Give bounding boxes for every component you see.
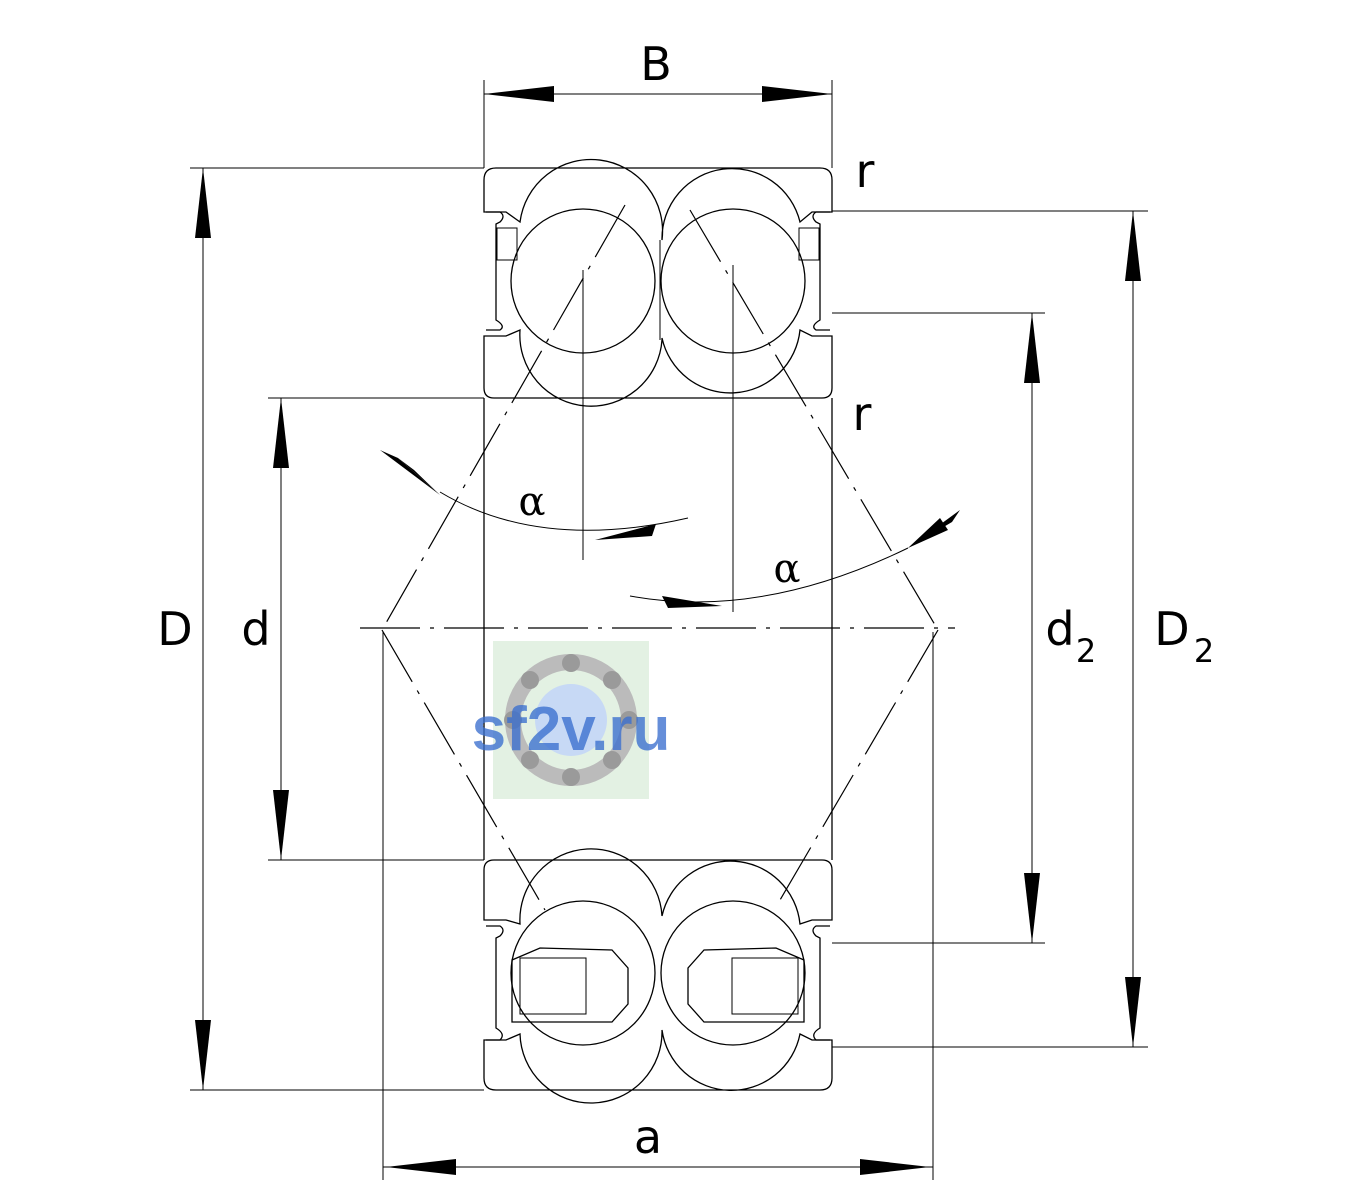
bottom-section <box>483 848 833 1104</box>
seal-top-left <box>486 211 504 331</box>
label-d2-subscript: 2 <box>1076 632 1096 670</box>
outer-ring-bottom <box>483 1029 833 1104</box>
label-alpha-left: α <box>518 479 545 525</box>
seal-top-left-insert <box>496 227 518 261</box>
cage-bottom-right-insert <box>731 957 799 1015</box>
dim-B <box>483 80 833 168</box>
dim-d2 <box>832 312 1045 944</box>
watermark-text: sf2v.ru <box>472 695 671 764</box>
dim-D2 <box>832 210 1148 1048</box>
dim-D <box>190 167 484 1091</box>
label-D2-subscript: 2 <box>1194 632 1214 670</box>
label-a: a <box>634 1110 662 1164</box>
ball-bottom-right <box>660 900 806 1046</box>
label-D2: D <box>1154 602 1189 656</box>
dim-a <box>382 632 934 1180</box>
inner-ring-top <box>483 328 833 407</box>
top-section <box>483 158 833 407</box>
contact-lines <box>381 204 939 911</box>
angle-markers <box>380 450 960 608</box>
ball-bottom-left <box>510 900 656 1046</box>
cage-bottom-left-insert <box>519 957 587 1015</box>
seal-bottom-right <box>812 925 830 1041</box>
label-B: B <box>640 37 672 91</box>
outer-ring-top <box>483 158 833 241</box>
label-alpha-right: α <box>773 546 800 592</box>
seal-top-right <box>812 211 830 331</box>
inner-ring-bottom <box>483 848 833 925</box>
seal-top-right-insert <box>798 227 820 261</box>
label-r-inner: r <box>853 387 872 441</box>
seal-bottom-left <box>486 925 504 1041</box>
label-d2: d <box>1045 602 1074 656</box>
cage-bottom-right <box>687 947 805 1023</box>
watermark: sf2v.ru <box>472 641 671 799</box>
label-d: d <box>241 602 270 656</box>
cage-bottom-left <box>511 947 629 1023</box>
dim-d <box>268 397 484 861</box>
label-D: D <box>157 602 192 656</box>
label-r-outer: r <box>856 144 875 198</box>
